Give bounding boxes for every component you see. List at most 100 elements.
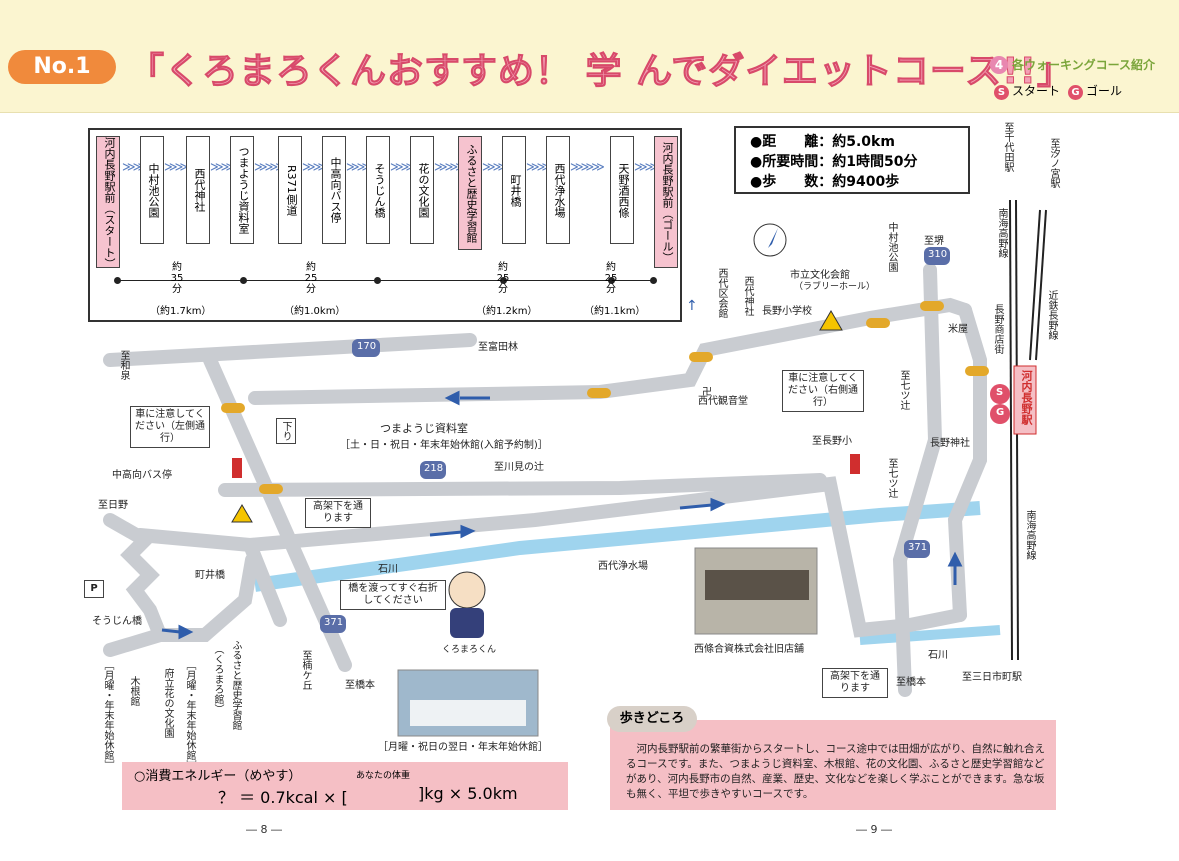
josui-label: 西代浄水場 [598, 561, 648, 572]
to-kawaminoshi: 至川見の辻 [494, 462, 544, 473]
course-info: ●距 離：約5.0km ●所要時間：約1時間50分 ●歩 数：約9400歩 [734, 126, 970, 194]
furusato-hours: ［月曜・祝日の翌日・年末年始休館］ [378, 742, 548, 753]
nishi-kumin-label: 西代区会館 [716, 268, 727, 318]
timeline-dot [240, 277, 247, 284]
hana-hours: ［月曜・年末年始休館］ [184, 660, 195, 770]
route-schedule: 河内長野駅前（スタート） ≫≫≫ 中村池公園 ≫≫≫ 西代神社 ≫≫≫ つまよう… [88, 128, 682, 322]
koukashita-label: 高架下を通ります [305, 498, 371, 528]
info-distance: ●距 離：約5.0km [750, 134, 895, 150]
route-371b-label: 371 [324, 617, 344, 628]
ishikawa-label: 石川 [378, 564, 398, 575]
kuromaro-mascot-label: くろまろくん [442, 645, 497, 655]
traffic-lights [221, 301, 989, 494]
to-hino: 至日野 [98, 500, 128, 511]
goal-mark: G [996, 407, 1005, 418]
segment-time: 約25分 [304, 262, 318, 295]
traffic-light-icon [689, 352, 713, 362]
walk-highlights-tag: 歩きどころ [607, 706, 697, 732]
kudari-label: 下り [276, 418, 296, 444]
stop-hana: 花の文化園 [410, 136, 434, 244]
walk-highlights-box [610, 720, 1056, 810]
traffic-light-icon [259, 484, 283, 494]
post-box-icon [850, 454, 860, 474]
segment-distance: （約1.7km） [150, 306, 212, 317]
stop-saijo: 天野酒西條 [610, 136, 634, 244]
kuromaro-kan-label: （くろまろ館） [212, 644, 223, 714]
warning-icon [819, 310, 843, 331]
category-label: 4 各ウォーキングコース紹介 [990, 56, 1155, 74]
ishikawa-label-2: 石川 [928, 650, 948, 661]
category-number: 4 [990, 56, 1008, 74]
timeline-dot [650, 277, 657, 284]
hana-label: 府立花の文化園 [162, 668, 173, 738]
mascot-head [448, 571, 486, 609]
nakatakamuki-label: 中高向バス停 [112, 470, 172, 481]
info-steps: ●歩 数：約9400歩 [750, 174, 900, 190]
route-170-icon [352, 339, 380, 357]
traffic-light-icon [221, 403, 245, 413]
lovely-hall-label: （ラブリーホール） [794, 282, 876, 292]
timeline-dot [500, 277, 507, 284]
kinei-hours: ［月曜・年末年始休館］ [102, 660, 113, 770]
timeline-line [118, 280, 654, 281]
calorie-formula-a: ？ ＝ 0.7kcal × [ [218, 788, 348, 807]
stop-start: 河内長野駅前（スタート） [96, 136, 120, 269]
tsumayouji-label: つまようじ資料室 [380, 422, 468, 435]
to-tondabayashi: 至富田林 [478, 342, 518, 353]
page-number-left: ― 8 ― [246, 823, 282, 836]
nagano-sho-label: 長野小学校 [762, 306, 812, 317]
traffic-light-icon [920, 301, 944, 311]
timeline-dot [374, 277, 381, 284]
weight-label: あなたの体重 [356, 771, 411, 781]
parking-icon: P [84, 580, 104, 598]
to-hashimoto-2: 至橋本 [896, 677, 926, 688]
nankai-line-2: 南海高野線 [1024, 510, 1035, 560]
stop-nakamura: 中村池公園 [140, 136, 164, 244]
route-371-label: 371 [908, 542, 928, 553]
goal-marker-icon: G [1068, 85, 1083, 100]
goal-marker-icon [990, 404, 1010, 424]
route-371b-icon [320, 615, 346, 633]
stop-soujin: そうじん橋 [366, 136, 390, 244]
nakamura-label: 中村池公園 [886, 222, 897, 272]
kintetsu-line: 近鉄長野線 [1046, 290, 1057, 340]
station-box [1013, 365, 1037, 435]
route-arrow-icon: ≫≫≫ [570, 160, 605, 175]
segment-distance: （約1.2km） [476, 306, 538, 317]
stop-tsumayouji: つまようじ資料室 [230, 136, 254, 244]
start-marker-icon: S [994, 85, 1009, 100]
legend-start-label: スタート [1012, 84, 1061, 98]
stop-josui: 西代浄水場 [546, 136, 570, 244]
post-box-icon [232, 458, 242, 478]
kinei-label: 木根館 [128, 676, 139, 706]
page-number-right: ― 9 ― [856, 823, 892, 836]
to-nagano-sho: 至長野小 [812, 436, 852, 447]
nagano-shoten-label: 長野商店街 [992, 304, 1003, 354]
calorie-box: ○消費エネルギー（めやす） あなたの体重 ？ ＝ 0.7kcal × [ ]kg… [122, 762, 568, 810]
course-title: 「くろまろくんおすすめ！ 学 んでダイエットコース!!」 [128, 51, 1074, 93]
stop-goal: 河内長野駅前（ゴール） [654, 136, 678, 268]
mascot-body [450, 608, 484, 638]
to-chiyoda: 至千代田駅 [1002, 122, 1013, 172]
to-kusunokigaoka: 至楠ケ丘 [300, 650, 311, 690]
river-ishikawa [254, 501, 981, 592]
category-text: 各ウォーキングコース紹介 [1012, 58, 1156, 72]
nishi-jinja-label: 西代神社 [742, 276, 753, 316]
info-time: ●所要時間：約1時間50分 [750, 154, 918, 170]
stop-r371: R371側道 [278, 136, 302, 244]
calorie-formula-b: ]kg × 5.0km [418, 784, 518, 803]
station-label: 河内長野駅 [1020, 370, 1033, 425]
to-izumi: 至和泉 [118, 350, 129, 380]
manji-icon: 卍 [702, 387, 712, 398]
warning-icon [231, 504, 253, 523]
segment-time: 約25分 [496, 262, 510, 295]
nankai-line: 南海高野線 [996, 208, 1007, 258]
route-arrows [161, 390, 963, 640]
machii-label: 町井橋 [195, 570, 225, 581]
segment-distance: （約1.0km） [284, 306, 346, 317]
stop-nishi-jinja: 西代神社 [186, 136, 210, 244]
